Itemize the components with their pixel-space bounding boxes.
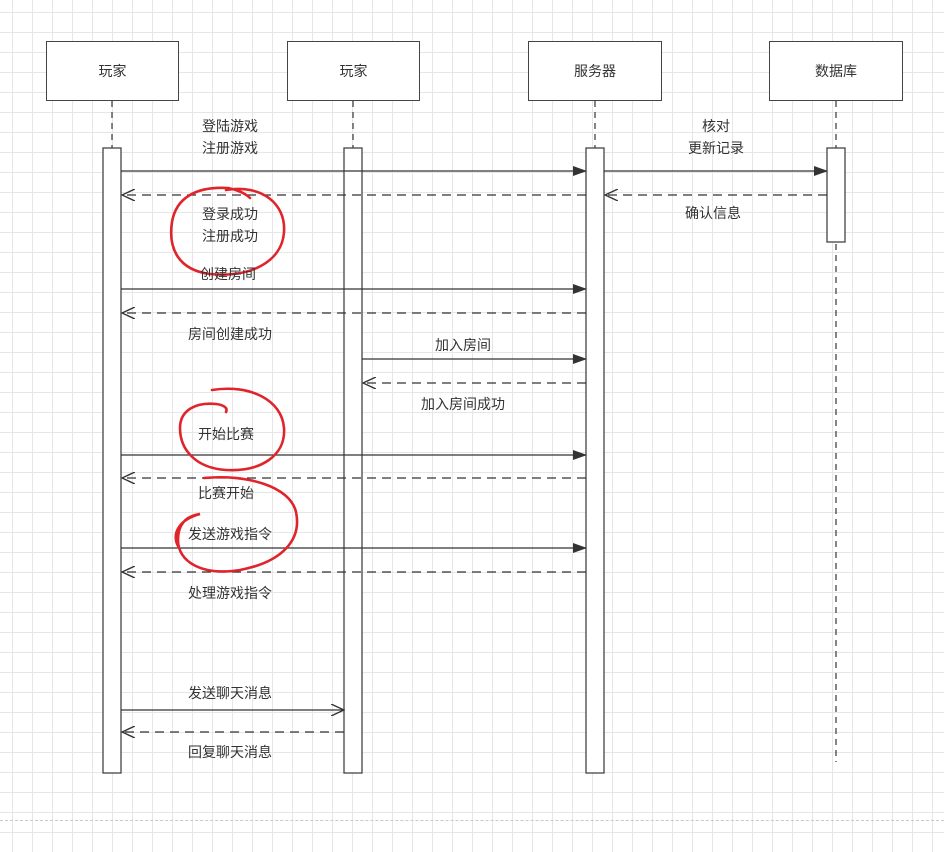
label-create-room-response-text: 房间创建成功 [188,327,272,343]
label-create-room-text: 创建房间 [200,267,256,283]
actor-database-label: 数据库 [815,64,857,80]
label-login-request-line2: 注册游戏 [202,141,258,157]
actor-player2-label: 玩家 [339,64,368,80]
annotation-circle-start-game [178,387,286,472]
label-send-chat: 发送聊天消息 [160,683,300,705]
actor-database: 数据库 [769,41,903,101]
label-join-room-response-text: 加入房间成功 [421,397,505,413]
label-send-chat-response: 回复聊天消息 [160,742,300,764]
label-start-game-text: 开始比赛 [198,427,254,443]
label-login-response-line2: 注册成功 [202,229,258,245]
page-break-divider [0,820,944,821]
activation-player1 [102,147,122,774]
label-send-command-text: 发送游戏指令 [188,527,272,543]
label-start-game-response: 比赛开始 [166,483,286,505]
actor-server: 服务器 [528,41,662,101]
label-send-command-response: 处理游戏指令 [160,583,300,605]
actor-player2: 玩家 [287,41,420,101]
activation-database [826,147,846,243]
label-send-chat-response-text: 回复聊天消息 [188,745,272,761]
annotation-circle-game-command [174,476,299,573]
label-send-chat-text: 发送聊天消息 [188,686,272,702]
activation-player2 [343,147,363,774]
activation-server [585,147,605,774]
label-db-request: 核对 更新记录 [656,116,776,160]
label-join-room: 加入房间 [403,335,523,357]
label-db-request-line2: 更新记录 [688,141,744,157]
label-start-game: 开始比赛 [166,424,286,446]
label-login-request-line1: 登陆游戏 [202,119,258,135]
label-login-response-line1: 登录成功 [202,207,258,223]
label-db-request-line1: 核对 [702,119,730,135]
actor-server-label: 服务器 [574,64,616,80]
label-send-command: 发送游戏指令 [160,524,300,546]
label-start-game-response-text: 比赛开始 [198,486,254,502]
label-create-room-response: 房间创建成功 [160,324,300,346]
label-send-command-response-text: 处理游戏指令 [188,586,272,602]
label-create-room: 创建房间 [168,264,288,286]
label-login-request: 登陆游戏 注册游戏 [170,116,290,160]
actor-player1: 玩家 [46,41,179,101]
actor-player1-label: 玩家 [98,64,127,80]
label-db-response: 确认信息 [653,203,773,225]
label-join-room-response: 加入房间成功 [393,394,533,416]
label-join-room-text: 加入房间 [435,338,491,354]
label-login-response: 登录成功 注册成功 [170,204,290,248]
label-db-response-text: 确认信息 [685,206,741,222]
annotation-circle-login-success [169,186,286,276]
